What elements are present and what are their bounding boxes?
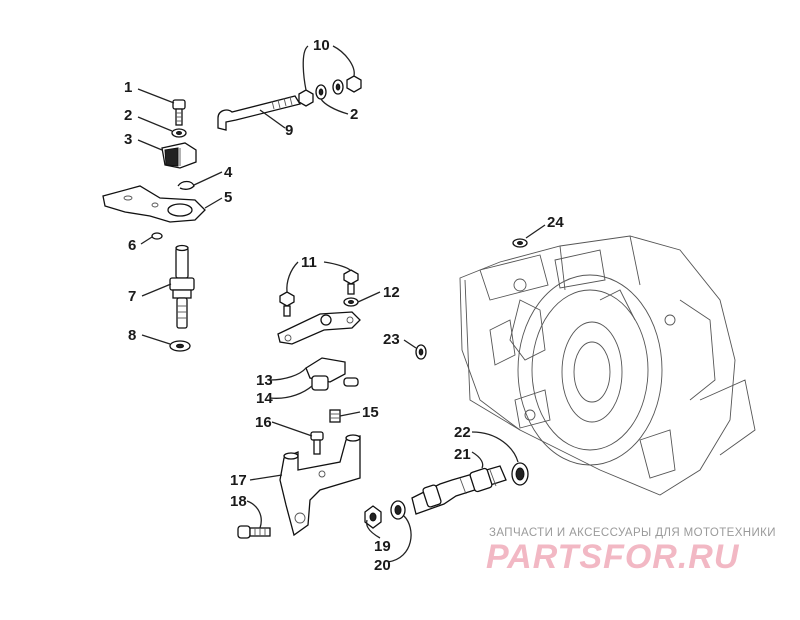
callout-23: 23	[383, 331, 400, 348]
part-9-bent-rod	[217, 95, 302, 131]
callout-2b: 2	[350, 106, 358, 123]
part-18-bolt	[237, 525, 271, 539]
part-11-bolts	[279, 269, 359, 317]
callout-2a: 2	[124, 107, 132, 124]
part-16-bolt	[310, 431, 324, 455]
part-19-nut	[364, 505, 382, 529]
callout-15: 15	[362, 404, 379, 421]
callout-22: 22	[454, 424, 471, 441]
callout-19: 19	[374, 538, 391, 555]
engine-housing	[459, 235, 756, 496]
callout-numbers: 1 2 3 4 5 6 7 8 9 10 2 11 12 23 13 14 15…	[124, 37, 564, 574]
part-21-shift-shaft	[411, 465, 507, 515]
part-1-screw	[172, 99, 186, 126]
part-4-clip	[177, 180, 195, 190]
callout-3: 3	[124, 131, 132, 148]
part-20-washer	[390, 500, 406, 520]
part-5-lever-plate	[102, 185, 206, 223]
part-12-washer	[343, 297, 359, 307]
part-14-stud-bracket	[305, 357, 359, 391]
callout-12: 12	[383, 284, 400, 301]
callout-24: 24	[547, 214, 564, 231]
part-8-washer	[169, 340, 191, 352]
part-17-bracket	[279, 434, 361, 537]
part-22-seal-ring	[511, 462, 529, 486]
callout-14: 14	[256, 390, 273, 407]
part-7-shaft	[169, 244, 195, 329]
part-15-set-screw	[329, 409, 341, 423]
callout-10: 10	[313, 37, 330, 54]
callout-18: 18	[230, 493, 247, 510]
callout-21: 21	[454, 446, 471, 463]
callout-4: 4	[224, 164, 233, 181]
watermark-logo: PARTSFOR.RU	[486, 538, 740, 576]
part-2-washer	[171, 128, 187, 138]
callout-20: 20	[374, 557, 391, 574]
callout-7: 7	[128, 288, 136, 305]
watermark-tagline: ЗАПЧАСТИ И АКСЕССУАРЫ ДЛЯ МОТОТЕХНИКИ	[489, 527, 776, 539]
part-13-link-plate	[277, 311, 361, 345]
part-6-ring	[151, 232, 163, 240]
callout-17: 17	[230, 472, 247, 489]
callout-8: 8	[128, 327, 136, 344]
callout-16: 16	[255, 414, 272, 431]
part-23-washer	[415, 344, 427, 360]
callout-9: 9	[285, 122, 293, 139]
part-3-clamp-block	[161, 142, 197, 169]
part-24-washer	[512, 238, 528, 248]
callout-11: 11	[301, 254, 317, 271]
part-10-nuts-washers	[298, 75, 362, 107]
callout-1: 1	[124, 79, 132, 96]
callout-5: 5	[224, 189, 232, 206]
callout-13: 13	[256, 372, 273, 389]
leader-lines	[137, 45, 546, 563]
callout-6: 6	[128, 237, 136, 254]
